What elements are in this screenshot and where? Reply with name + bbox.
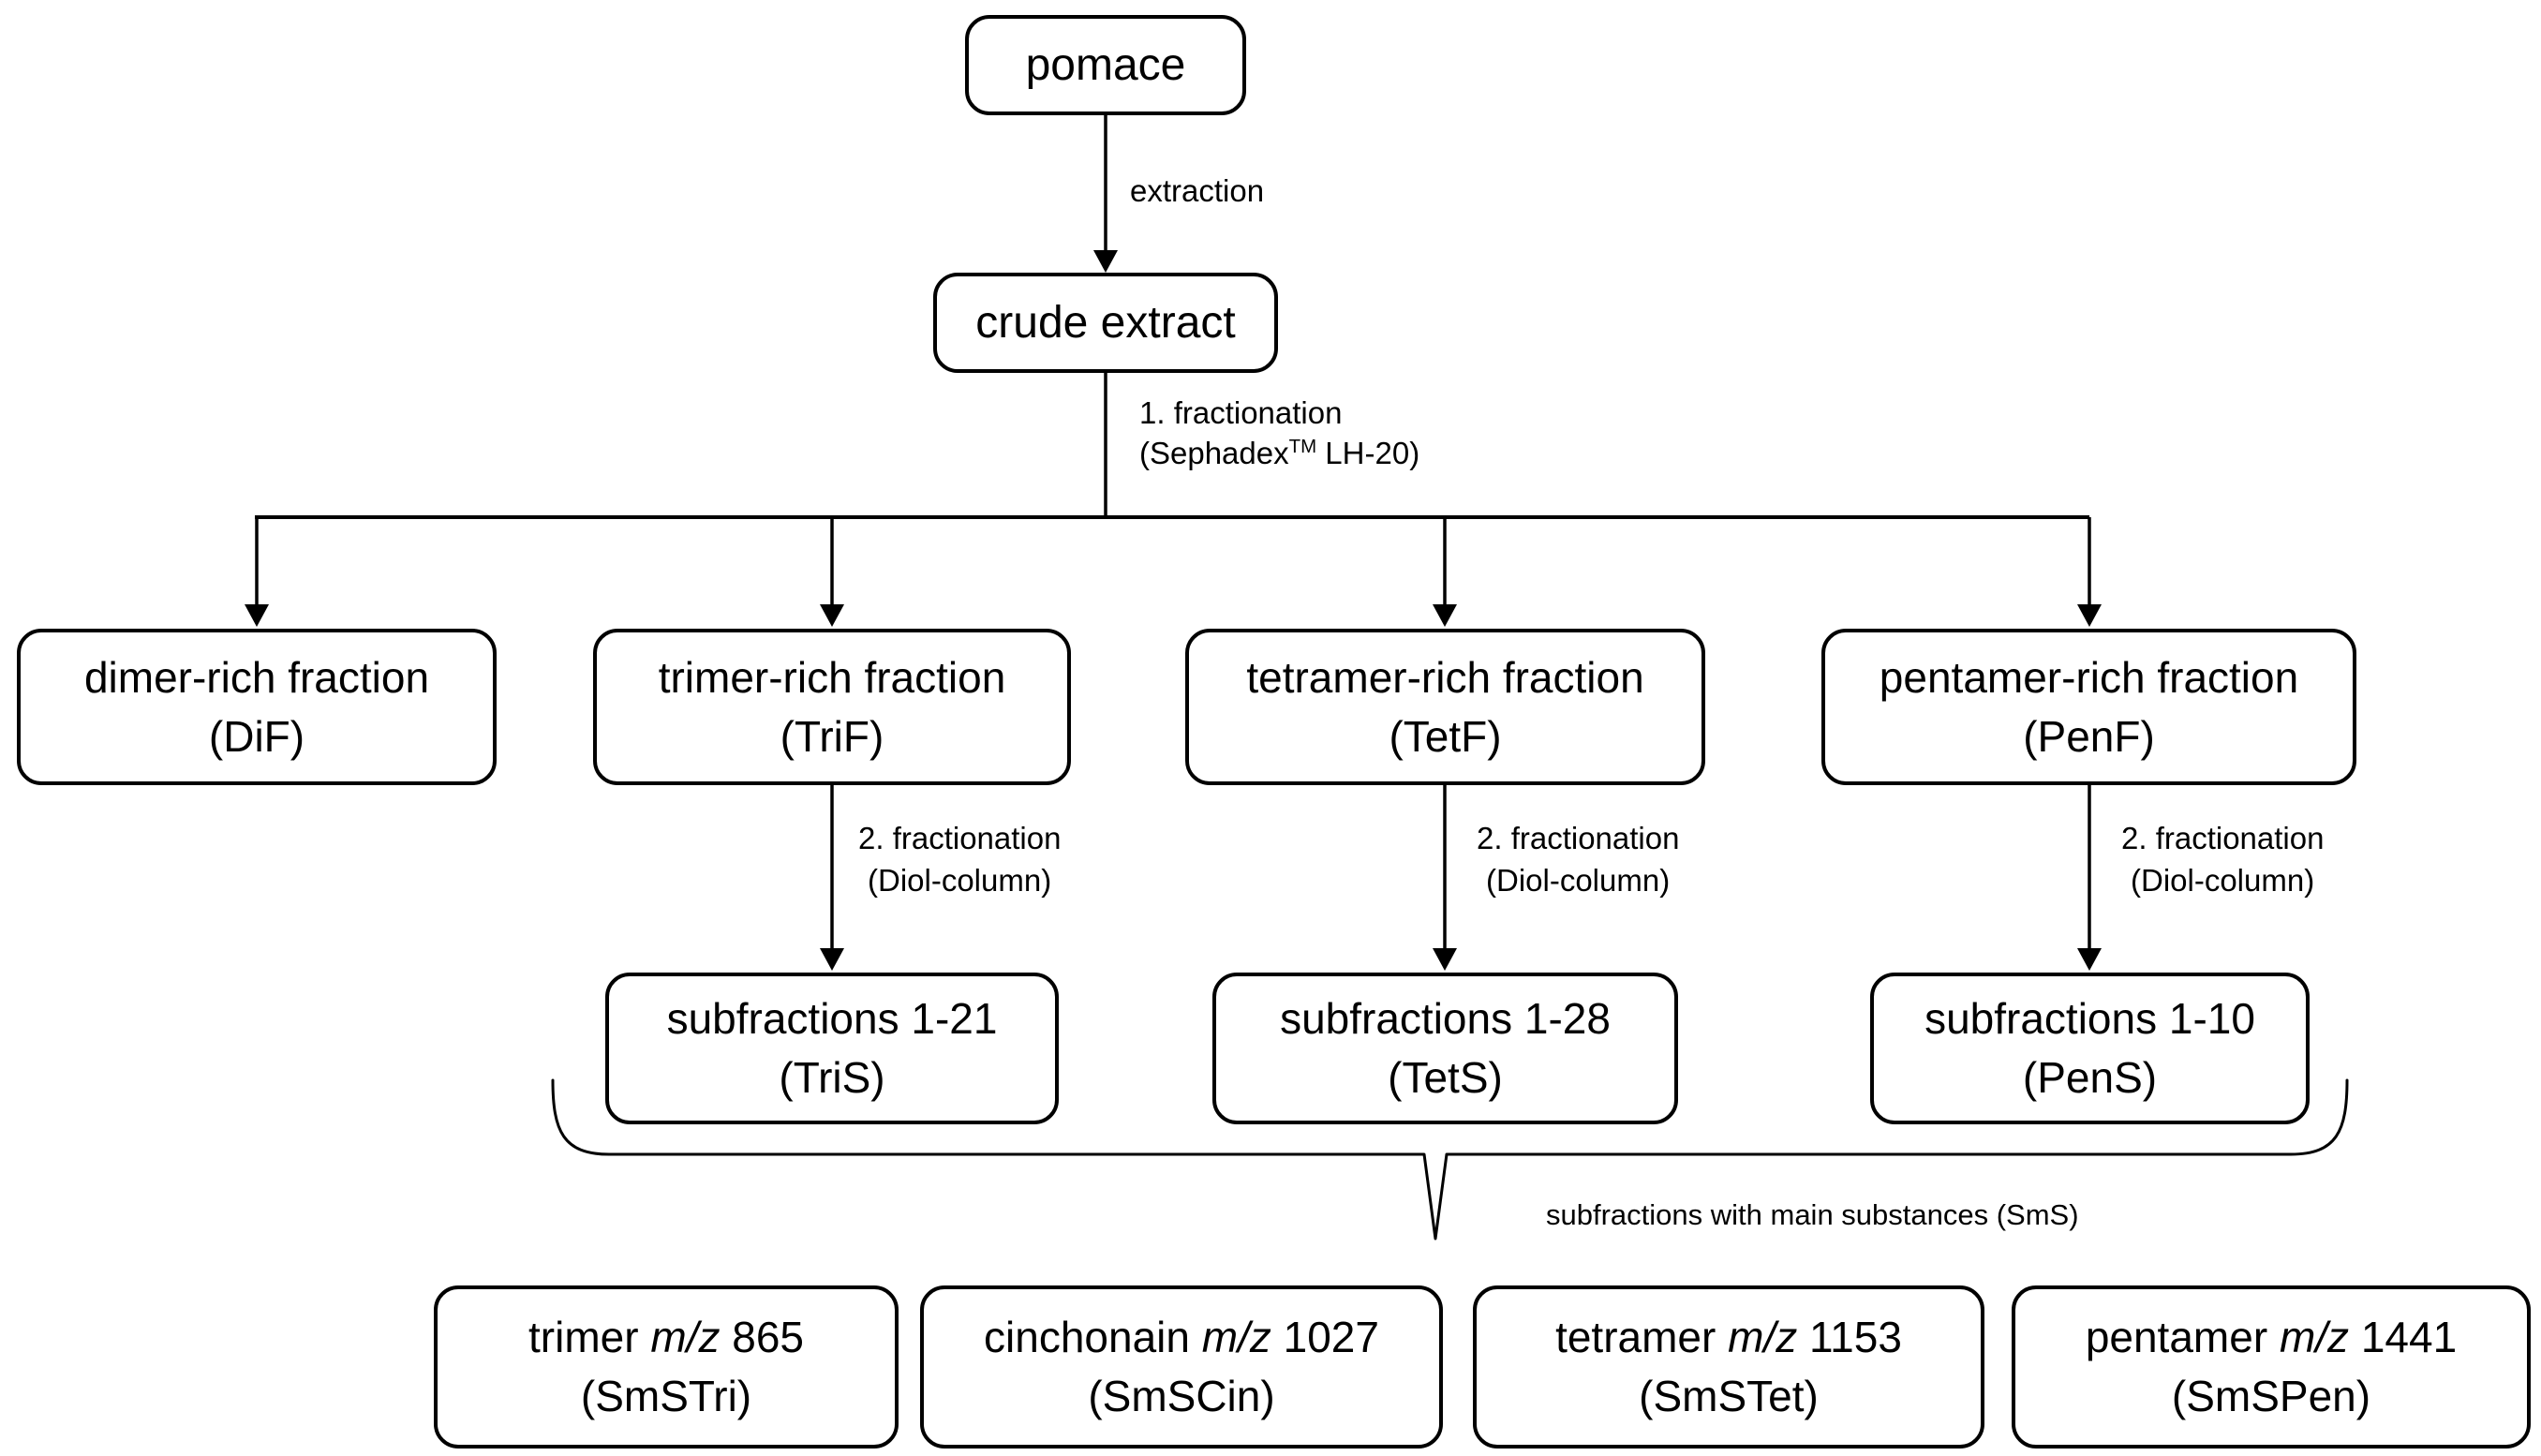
pens-line2: (PenS)	[2022, 1053, 2158, 1102]
arrowhead-into-dif	[245, 604, 269, 627]
smstet-line1: tetramer m/z 1153	[1555, 1313, 1902, 1361]
smspen-line1: pentamer m/z 1441	[2085, 1313, 2458, 1361]
smstri-line2: (SmSTri)	[580, 1372, 752, 1420]
arrowhead-into-tets	[1433, 948, 1457, 971]
node-smstri: trimer m/z 865 (SmSTri)	[434, 1285, 899, 1449]
trif-line1: trimer-rich fraction	[658, 652, 1006, 702]
node-smscin: cinchonain m/z 1027 (SmSCin)	[920, 1285, 1443, 1449]
node-subfractions-tris: subfractions 1-21 (TriS)	[605, 973, 1059, 1124]
arrowhead-into-tetf	[1433, 604, 1457, 627]
node-pentamer-rich-fraction: pentamer-rich fraction (PenF)	[1821, 629, 2356, 785]
node-smspen: pentamer m/z 1441 (SmSPen)	[2012, 1285, 2531, 1449]
smspen-line2: (SmSPen)	[2171, 1372, 2371, 1420]
dif-line1: dimer-rich fraction	[83, 652, 430, 702]
edge-label-fractionation1: 1. fractionation (SephadexTM LH-20)	[1139, 393, 1419, 473]
pens-line1: subfractions 1-10	[1924, 994, 2255, 1043]
node-smstet: tetramer m/z 1153 (SmSTet)	[1473, 1285, 1984, 1449]
node-dimer-rich-fraction: dimer-rich fraction (DiF)	[17, 629, 497, 785]
tris-line2: (TriS)	[779, 1053, 885, 1102]
tets-line1: subfractions 1-28	[1280, 994, 1611, 1043]
tets-line2: (TetS)	[1388, 1053, 1503, 1102]
smstri-line1: trimer m/z 865	[528, 1313, 804, 1361]
node-subfractions-pens: subfractions 1-10 (PenS)	[1870, 973, 2310, 1124]
trademark-superscript: TM	[1288, 436, 1317, 457]
edge-label-extraction: extraction	[1130, 173, 1265, 208]
node-pomace: pomace	[965, 15, 1246, 115]
node-trimer-rich-fraction: trimer-rich fraction (TriF)	[593, 629, 1071, 785]
node-crude-extract: crude extract	[933, 273, 1278, 373]
trif-line2: (TriF)	[780, 711, 884, 761]
node-pomace-label: pomace	[1025, 40, 1186, 90]
arrowhead-into-trif	[820, 604, 844, 627]
arrowhead-into-crude-extract	[1093, 250, 1118, 273]
edge-label-fractionation2-tetramer: 2. fractionation (Diol-column)	[1477, 821, 1680, 898]
edge-label-fractionation2-trimer: 2. fractionation (Diol-column)	[858, 821, 1062, 898]
brace	[551, 1078, 2349, 1241]
smstet-line2: (SmSTet)	[1639, 1372, 1819, 1420]
smscin-line1: cinchonain m/z 1027	[984, 1313, 1379, 1361]
penf-line1: pentamer-rich fraction	[1879, 652, 2299, 702]
node-tetramer-rich-fraction: tetramer-rich fraction (TetF)	[1185, 629, 1705, 785]
arrowhead-into-tris	[820, 948, 844, 971]
smscin-line2: (SmSCin)	[1088, 1372, 1275, 1420]
penf-line2: (PenF)	[2023, 711, 2155, 761]
tris-line1: subfractions 1-21	[666, 994, 998, 1043]
fractionation1-line1: 1. fractionation	[1139, 395, 1343, 430]
tetf-line2: (TetF)	[1389, 711, 1502, 761]
node-crude-extract-label: crude extract	[975, 298, 1236, 348]
dif-line2: (DiF)	[208, 711, 305, 761]
node-subfractions-tets: subfractions 1-28 (TetS)	[1212, 973, 1678, 1124]
brace-label: subfractions with main substances (SmS)	[1546, 1198, 2079, 1231]
tetf-line1: tetramer-rich fraction	[1246, 652, 1644, 702]
arrowhead-into-penf	[2077, 604, 2102, 627]
arrowhead-into-pens	[2077, 948, 2102, 971]
fractionation1-line2: (SephadexTM LH-20)	[1139, 436, 1420, 470]
edge-label-fractionation2-pentamer: 2. fractionation (Diol-column)	[2121, 821, 2325, 898]
